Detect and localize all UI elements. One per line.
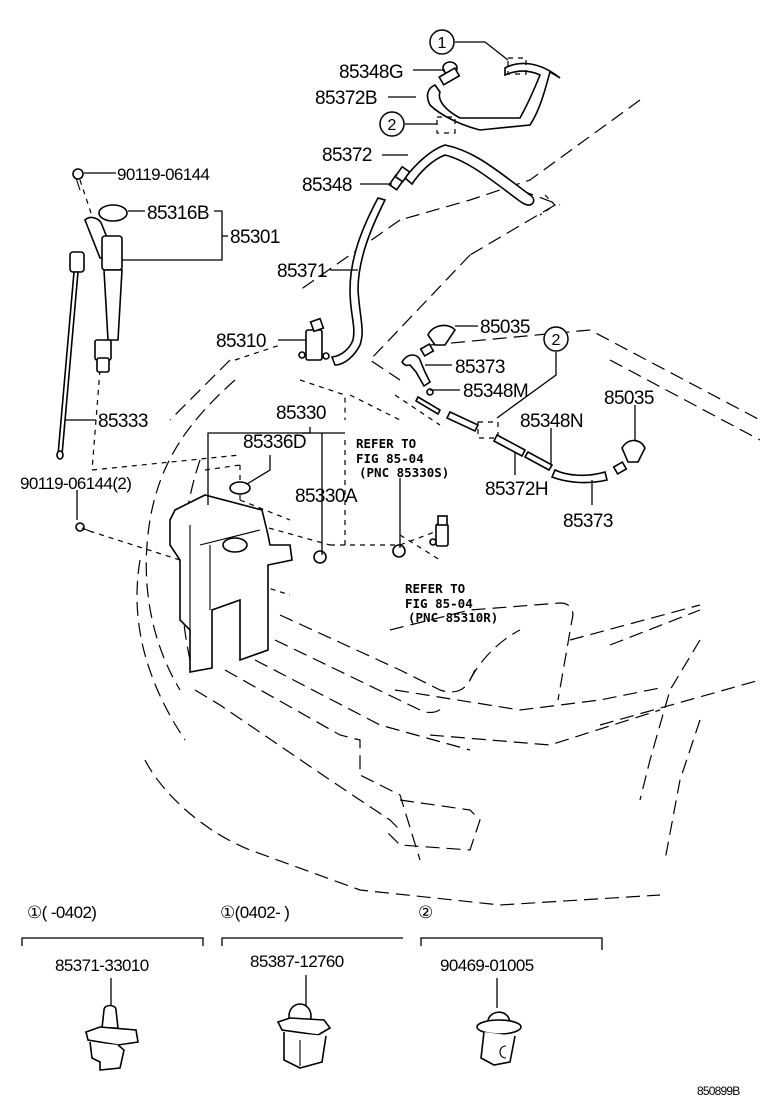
reference-note-85310R[interactable]: REFER TO FIG 85-04 (PNC 85310R) [405,581,498,625]
clip-marker-1 [507,57,527,75]
connector-85348N [523,450,554,472]
label-85330A[interactable]: 85330A [295,486,358,507]
clip-part-number[interactable]: 90469-01005 [440,956,534,975]
clip-85387-12760-icon [276,1003,332,1069]
hose-85371 [330,197,387,366]
pump-85310 [298,317,330,361]
label-85310[interactable]: 85310 [216,331,266,352]
connector-85348 [388,165,411,191]
connector-85348M [414,388,442,416]
clip-marker-2b [477,421,499,439]
label-85035-right[interactable]: 85035 [604,388,654,409]
clip-marker-2 [436,116,456,134]
cap-85336D [229,481,251,495]
grommet-85330S [392,544,406,558]
svg-text:(PNC 85330S): (PNC 85330S) [359,465,449,480]
cap-85316B [98,204,128,222]
label-85330[interactable]: 85330 [276,403,326,424]
clip-legend: ①( -0402) 85371-33010 ①(0402- ) 85387-12… [21,903,603,1071]
label-85301[interactable]: 85301 [230,227,280,248]
label-85348N[interactable]: 85348N [520,411,584,432]
label-85373-upper[interactable]: 85373 [455,357,505,378]
bolt-90119-06144 [72,168,84,191]
filler-neck-85301 [84,216,123,373]
label-85336D[interactable]: 85336D [243,432,307,453]
clip-legend-header: ①(0402- ) [220,903,289,922]
label-85372[interactable]: 85372 [322,145,372,166]
label-85333[interactable]: 85333 [98,411,148,432]
dipstick-85333 [56,251,85,460]
car-body-outline [136,99,760,906]
clip-part-number[interactable]: 85371-33010 [55,956,149,975]
clip-legend-item-1: ①( -0402) 85371-33010 [21,903,204,1071]
clip-legend-header: ①( -0402) [27,903,96,922]
label-85348G[interactable]: 85348G [339,62,404,83]
svg-text:2: 2 [552,332,561,349]
label-85348M[interactable]: 85348M [463,381,529,402]
label-85372H[interactable]: 85372H [485,479,549,500]
callout-2-top: 2 [379,111,405,137]
svg-text:(PNC 85310R): (PNC 85310R) [408,610,498,625]
label-90119-06144[interactable]: 90119-06144 [117,165,210,184]
svg-text:REFER TO: REFER TO [356,436,416,451]
label-85035-left[interactable]: 85035 [480,317,530,338]
svg-text:FIG 85-04: FIG 85-04 [356,451,424,466]
clip-legend-item-3: ② 90469-01005 [418,903,603,1066]
pump-85310R [429,515,449,547]
nozzle-85035-right [612,439,646,476]
grommet-85330A [313,550,327,564]
connector-85348G [438,61,461,86]
bolt-90119-06144-2 [75,522,93,533]
hose-85373-upper [401,354,432,388]
svg-text:REFER TO: REFER TO [405,581,465,596]
nozzle-85035-left [419,324,457,358]
callout-2-right: 2 [543,326,569,352]
label-85348[interactable]: 85348 [302,175,352,196]
clip-90469-01005-icon [476,1011,522,1066]
label-85371[interactable]: 85371 [277,261,327,282]
hose-85373-lower [550,468,608,484]
leader-lines [65,41,636,555]
figure-code: 850899B [697,1084,740,1098]
clip-legend-item-2: ①(0402- ) 85387-12760 [220,903,403,1069]
hose-85372 [403,144,535,206]
hose-85372B [426,62,561,131]
label-90119-06144-2[interactable]: 90119-06144(2) [20,474,132,493]
clip-85371-33010-icon [85,1004,139,1071]
clip-part-number[interactable]: 85387-12760 [250,952,344,971]
label-85372B[interactable]: 85372B [315,88,378,109]
label-85373-lower[interactable]: 85373 [563,511,613,532]
reservoir-tank-85330 [169,494,293,673]
reference-note-85330S[interactable]: REFER TO FIG 85-04 (PNC 85330S) [356,436,449,480]
svg-text:FIG 85-04: FIG 85-04 [405,596,473,611]
label-85316B[interactable]: 85316B [147,203,210,224]
clip-legend-header: ② [418,903,433,922]
callout-1: 1 [429,29,455,55]
hose-85372H [445,410,527,458]
svg-text:1: 1 [438,35,447,52]
svg-text:2: 2 [388,117,397,134]
